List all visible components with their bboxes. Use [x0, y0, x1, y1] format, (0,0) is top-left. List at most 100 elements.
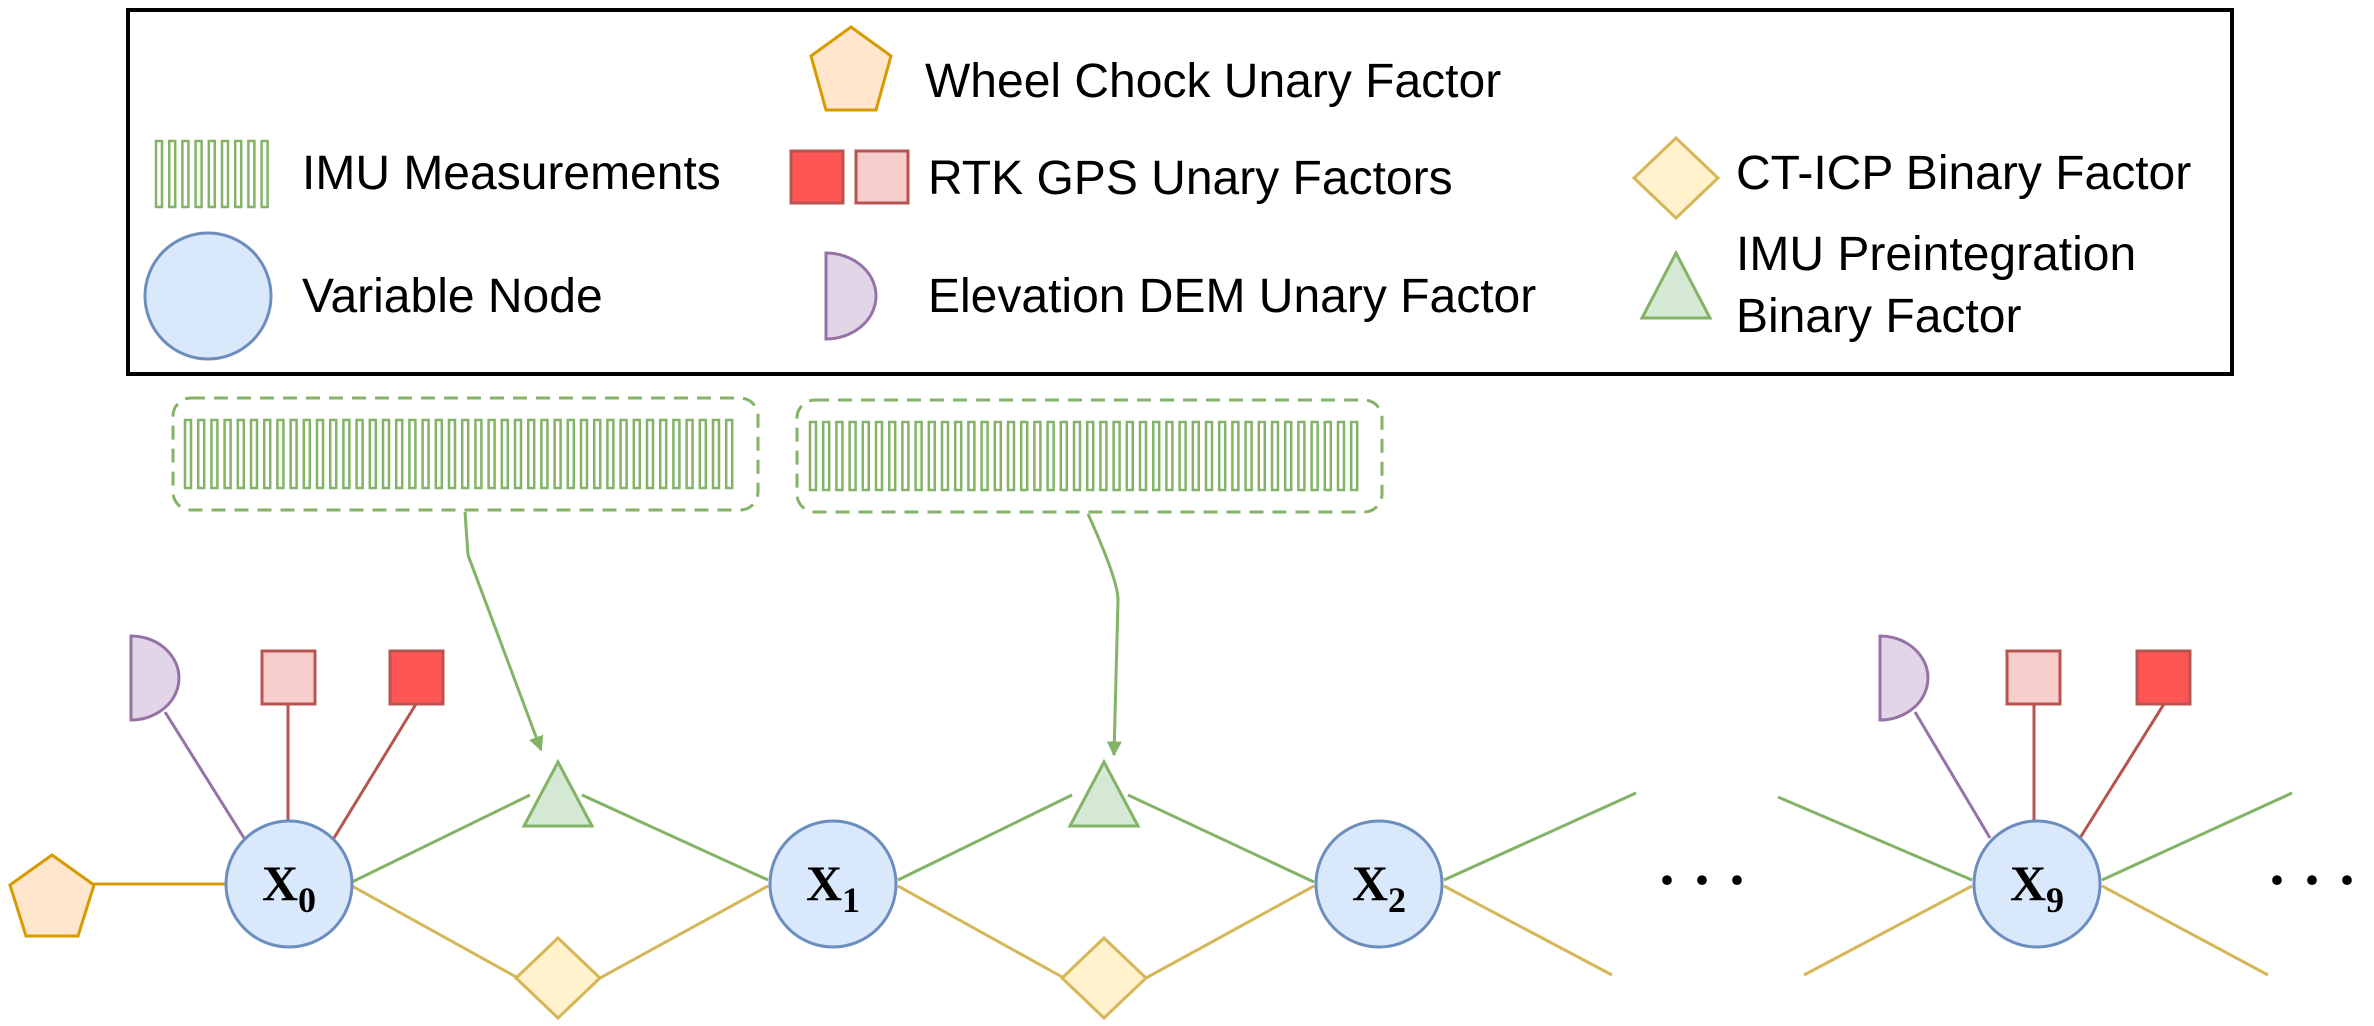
edge-rtk-dark-x0 — [332, 703, 418, 839]
graph-edges — [94, 703, 2293, 980]
imu-measurement-bar — [474, 418, 483, 490]
imu-measurement-bar — [1283, 420, 1293, 492]
imu-measurement-bar — [434, 418, 444, 490]
edge-imu-x9-out — [2101, 791, 2293, 882]
rtk-gps-dark-factor-x9 — [2135, 649, 2192, 706]
imu-measurement-bar — [1112, 420, 1121, 492]
variable-node-circle — [1972, 819, 2102, 949]
node-letter: X — [1352, 855, 1388, 911]
edge-cticp-x0-a — [351, 884, 519, 980]
variable-node-circle — [768, 819, 898, 949]
legend-box — [126, 8, 2234, 376]
imu-measurement-bar — [513, 418, 523, 490]
variable-node-x0: X0 — [224, 819, 354, 949]
imu-measurement-bars-2 — [808, 420, 1359, 492]
imu-arrow-1 — [463, 511, 544, 752]
wheel-chock-legend-icon — [809, 25, 893, 112]
edge-cticp-x1-b — [897, 884, 1065, 980]
imu-measurement-bar — [672, 418, 681, 490]
variable-node-label: X2 — [1352, 855, 1406, 920]
imu-measurement-bar — [342, 418, 351, 490]
imu-measurement-bar — [1257, 420, 1267, 492]
edge-elevation-x0 — [163, 711, 246, 839]
imu-measurement-bar — [540, 418, 549, 490]
rtk-gps-light-factor-x9 — [2005, 649, 2062, 706]
imu-measurement-bar — [1125, 420, 1135, 492]
imu-measurement-bar — [368, 418, 378, 490]
imu-measurement-bar — [901, 420, 910, 492]
imu-measurement-bar — [526, 418, 536, 490]
imu-measurement-bar — [553, 418, 562, 490]
variable-node-label: X9 — [2010, 855, 2064, 920]
imu-measurement-bar — [355, 418, 364, 490]
ct-icp-factor-x0-x1 — [513, 935, 603, 1021]
imu-preintegration-factor-x0-x1 — [521, 758, 595, 828]
ellipsis-right: · · · — [2267, 847, 2357, 913]
imu-measurement-bar — [887, 420, 897, 492]
imu-measurement-bar — [181, 139, 190, 209]
edge-cticp-x2-b — [1145, 884, 1315, 980]
imu-measurement-bar — [566, 418, 576, 490]
edge-imu-x2-out — [1443, 791, 1637, 882]
imu-measurement-bar — [249, 418, 259, 490]
wheel-chock-factor — [8, 853, 96, 938]
imu-measurement-bar — [927, 420, 937, 492]
imu-measurement-bar — [315, 418, 325, 490]
imu-measurement-bar — [167, 139, 177, 209]
imu-arrow-2 — [1086, 513, 1122, 757]
imu-measurement-bar — [967, 420, 976, 492]
variable-node-x2: X2 — [1314, 819, 1444, 949]
ct-icp-factor-x1-x2 — [1059, 935, 1149, 1021]
legend-label-ct-icp: CT-ICP Binary Factor — [1736, 147, 2191, 200]
imu-measurement-bar — [394, 418, 404, 490]
imu-measurement-bar — [953, 420, 963, 492]
elevation-dem-factor-x0 — [129, 634, 181, 722]
imu-measurement-bar — [1217, 420, 1227, 492]
imu-measurement-bar — [1072, 420, 1082, 492]
imu-measurement-bar — [1349, 420, 1359, 492]
imu-measurement-bar — [914, 420, 923, 492]
elevation-dem-legend-icon — [824, 251, 878, 341]
imu-measurement-bar — [711, 418, 721, 490]
imu-measurement-bar — [685, 418, 694, 490]
imu-measurement-group-2 — [795, 398, 1384, 514]
legend: Wheel Chock Unary Factor IMU Measurement… — [126, 8, 2234, 376]
imu-measurement-bar — [262, 418, 272, 490]
imu-measurement-bar — [1204, 420, 1214, 492]
imu-measurement-group-1 — [171, 396, 760, 512]
imu-measurement-bar — [236, 418, 246, 490]
imu-preintegration-factor-x1-x2 — [1067, 758, 1141, 828]
edge-imu-x0-a — [351, 793, 531, 884]
legend-label-rtk-gps: RTK GPS Unary Factors — [928, 152, 1453, 205]
edge-imu-x1-a — [581, 793, 769, 882]
imu-measurement-bar — [460, 418, 470, 490]
imu-measurement-bar — [447, 418, 457, 490]
imu-measurement-bar — [260, 139, 269, 209]
imu-measurement-bar — [194, 139, 203, 209]
imu-measurement-bar — [421, 418, 430, 490]
variable-node-x9: X9 — [1972, 819, 2102, 949]
imu-measurement-bar — [1336, 420, 1346, 492]
legend-label-wheel-chock: Wheel Chock Unary Factor — [925, 55, 1501, 108]
imu-measurement-bar — [1297, 420, 1306, 492]
legend-label-imu-preintegration-line1: IMU Preintegration — [1736, 228, 2136, 281]
rtk-gps-dark-legend-icon — [789, 149, 845, 205]
imu-measurement-bar — [1046, 420, 1055, 492]
imu-measurement-bar — [500, 418, 510, 490]
legend-label-imu-preintegration-line2: Binary Factor — [1736, 290, 2021, 343]
edge-cticp-x9-out — [2101, 884, 2269, 977]
imu-measurement-bar — [196, 418, 206, 490]
node-subscript: 9 — [2046, 880, 2064, 920]
variable-node-circle — [224, 819, 354, 949]
edge-elevation-x9 — [1913, 711, 1992, 839]
imu-measurements-legend-icon — [154, 139, 269, 209]
edge-imu-x1-b — [897, 793, 1073, 882]
imu-measurement-bar — [289, 418, 298, 490]
rtk-gps-dark-factor-x0 — [388, 649, 445, 706]
elevation-dem-factor-x9 — [1878, 634, 1930, 722]
imu-measurement-bar — [940, 420, 950, 492]
imu-preintegration-legend-icon — [1639, 249, 1713, 320]
imu-measurement-bar — [848, 420, 857, 492]
imu-measurement-bar — [579, 418, 589, 490]
